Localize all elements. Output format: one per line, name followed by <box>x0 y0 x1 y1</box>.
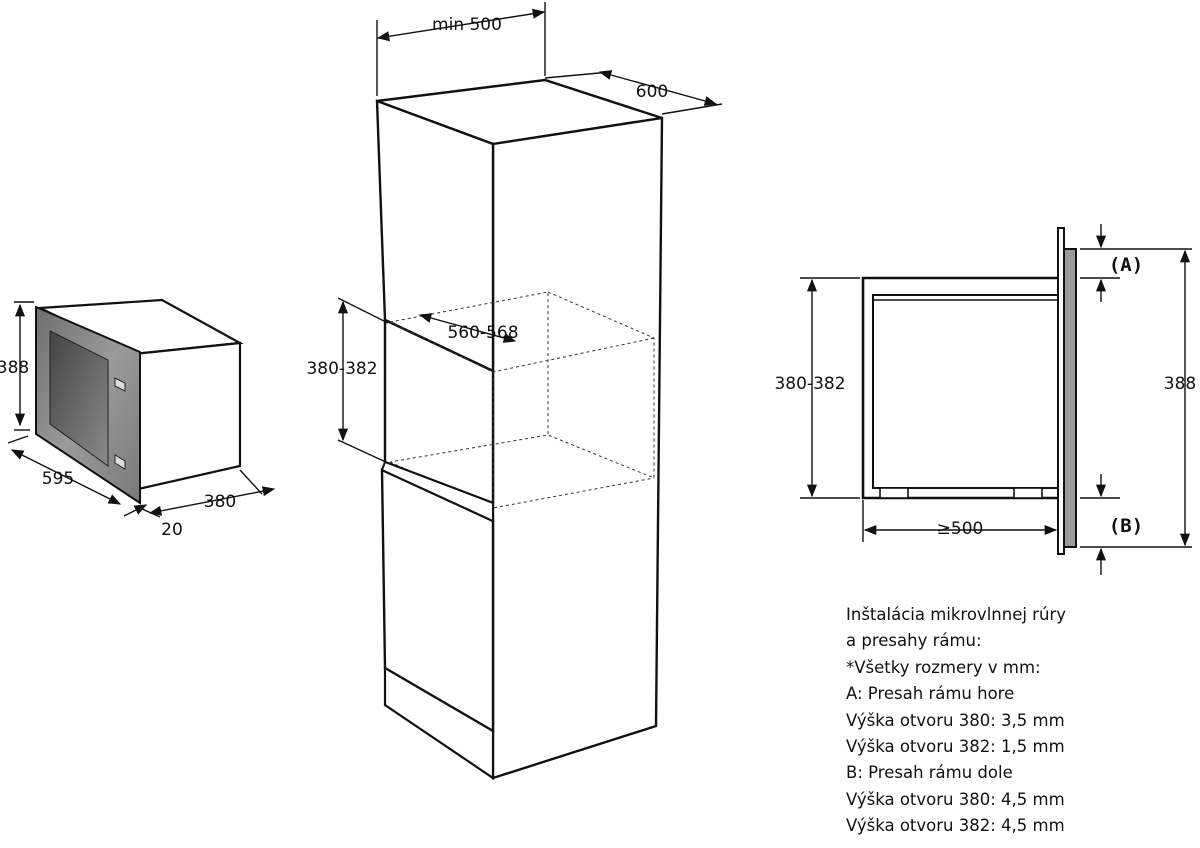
oven-depth-label: 380 <box>204 492 236 512</box>
section-frame-height-label: 388 <box>1164 374 1196 394</box>
note-line: *Všetky rozmery v mm: <box>846 657 1041 677</box>
section-label-a: (A) <box>1109 254 1143 276</box>
cabinet-shelf <box>380 460 494 523</box>
note-line: Inštalácia mikrovlnnej rúry <box>846 605 1066 624</box>
section-view: (A) (B) 388 380-382 ≥500 <box>774 224 1196 575</box>
oven-depth-ext <box>239 469 263 495</box>
installation-notes: Inštalácia mikrovlnnej rúry a presahy rá… <box>846 602 1186 840</box>
oven-frame-label: 20 <box>161 520 183 540</box>
cabinet-isometric: min 500 600 560-568 380-382 <box>306 2 723 781</box>
note-line: B: Presah rámu dole <box>846 763 1013 783</box>
oven-height-label: 388 <box>0 358 29 378</box>
niche-height-ext-bottom <box>337 439 389 464</box>
cabinet-depth-label: 600 <box>636 82 668 102</box>
oven-side <box>132 341 242 492</box>
niche-height-label: 380-382 <box>306 359 377 379</box>
oven-width-dimension <box>10 449 122 505</box>
cabinet-min-depth-dimension <box>376 8 546 42</box>
section-label-b: (B) <box>1109 515 1143 537</box>
cabinet-plinth <box>383 666 495 781</box>
section-niche-outline <box>861 276 1058 500</box>
oven-depth-dimension <box>148 486 276 516</box>
cab-600-ext2 <box>661 103 723 115</box>
oven-frame-ext <box>139 507 161 518</box>
niche-height-ext-top <box>337 297 389 324</box>
cabinet-side-panel <box>491 116 664 780</box>
section-foot-left <box>879 487 909 499</box>
note-line: a presahy rámu: <box>846 631 982 651</box>
cabinet-depth-dimension <box>598 70 718 106</box>
cab-600-ext <box>544 71 611 79</box>
oven-button-upper <box>114 377 126 392</box>
oven-width-label: 595 <box>42 469 74 489</box>
section-oven-frame <box>1063 248 1077 548</box>
note-line: Výška otvoru 382: 1,5 mm <box>846 737 1065 757</box>
note-line: Výška otvoru 380: 4,5 mm <box>846 789 1065 809</box>
oven-isometric: 388 595 380 20 <box>0 298 276 540</box>
section-oven-body <box>872 294 1059 489</box>
note-line: A: Presah rámu hore <box>846 684 1015 704</box>
niche-width-label: 560-568 <box>447 323 518 343</box>
oven-width-ext-left <box>7 435 29 444</box>
note-line: Výška otvoru 382: 4,5 mm <box>846 816 1065 836</box>
niche-width-dimension <box>418 313 517 343</box>
oven-frame-dimension <box>123 504 148 517</box>
cabinet-min-depth-label: min 500 <box>432 15 502 35</box>
section-opening-height-label: 380-382 <box>774 374 845 394</box>
section-foot-right <box>1013 487 1043 499</box>
note-line: Výška otvoru 380: 3,5 mm <box>846 710 1065 730</box>
section-depth-label: ≥500 <box>937 519 984 539</box>
